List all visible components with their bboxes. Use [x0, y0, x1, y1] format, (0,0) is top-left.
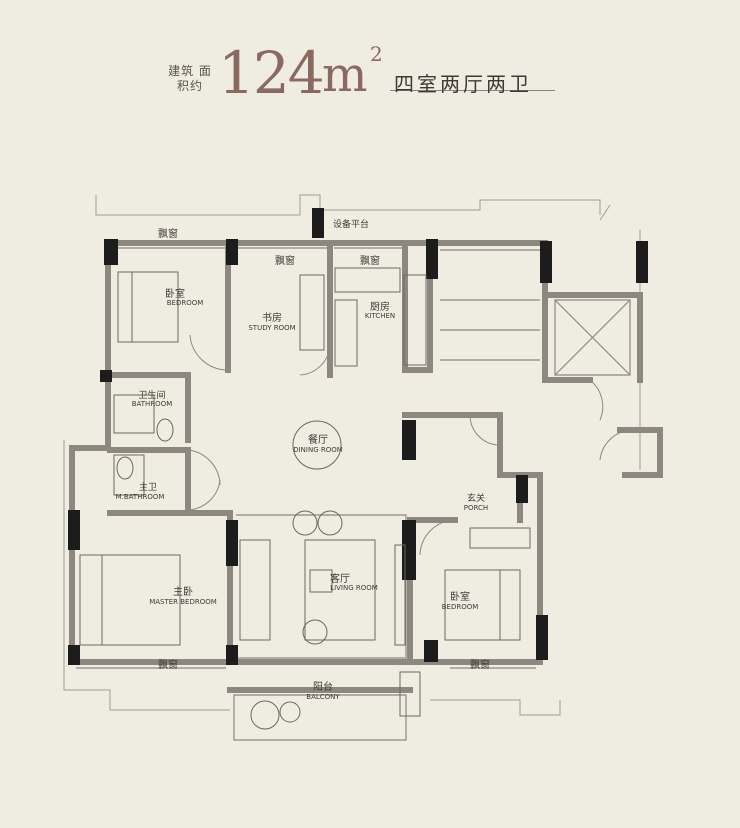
label-kitchen-bay: 飘窗 — [360, 254, 380, 267]
label-bedroom2-en: BEDROOM — [442, 603, 479, 611]
area-unit: m — [322, 47, 368, 103]
label-bedroom2-cn: 卧室 — [450, 590, 470, 603]
layout-type: 四室两厅两卫 — [394, 72, 532, 96]
label-bedroom2-bay: 飘窗 — [470, 658, 490, 671]
label-balcony-en: BALCONY — [306, 693, 340, 701]
label-study-bay: 飘窗 — [275, 254, 295, 267]
header-rule — [390, 90, 555, 91]
area-value: 124 — [218, 39, 325, 107]
structural-columns — [68, 208, 648, 665]
label-master-bed-cn: 主卧 — [173, 585, 193, 598]
label-master-bath-cn: 主卫 — [139, 481, 157, 493]
label-kitchen-en: KITCHEN — [365, 312, 395, 320]
area-label: 建筑 面积约 — [168, 64, 212, 93]
label-dining-en: DINING ROOM — [293, 446, 343, 454]
label-bathroom-en: BATHROOM — [132, 400, 173, 408]
label-bedroom1-cn: 卧室 — [165, 287, 185, 300]
label-living-en: LIVING ROOM — [330, 584, 378, 592]
label-kitchen-cn: 厨房 — [370, 300, 390, 313]
label-master-bed-en: MASTER BEDROOM — [149, 598, 217, 606]
label-bedroom1-en: BEDROOM — [167, 299, 204, 307]
label-dining-cn: 餐厅 — [308, 433, 328, 446]
label-porch-en: PORCH — [464, 504, 488, 512]
walls — [69, 240, 663, 693]
label-living-cn: 客厅 — [330, 572, 350, 585]
label-balcony-cn: 阳台 — [313, 680, 333, 693]
label-master-bay: 飘窗 — [158, 658, 178, 671]
label-bathroom-cn: 卫生间 — [138, 389, 165, 401]
furniture — [79, 267, 531, 730]
label-porch-cn: 玄关 — [467, 492, 485, 504]
label-study-cn: 书房 — [262, 311, 282, 324]
label-master-bath-en: M.BATHROOM — [116, 493, 165, 501]
area-unit-superscript: 2 — [370, 42, 383, 66]
label-bay-window-top: 飘窗 — [158, 227, 178, 240]
door-swings — [187, 334, 631, 556]
label-study-en: STUDY ROOM — [248, 324, 295, 332]
header: 建筑 面积约 124 m 2 四室两厅两卫 — [0, 38, 740, 108]
context-lines — [63, 194, 641, 716]
label-equipment-platform: 设备平台 — [333, 218, 369, 230]
